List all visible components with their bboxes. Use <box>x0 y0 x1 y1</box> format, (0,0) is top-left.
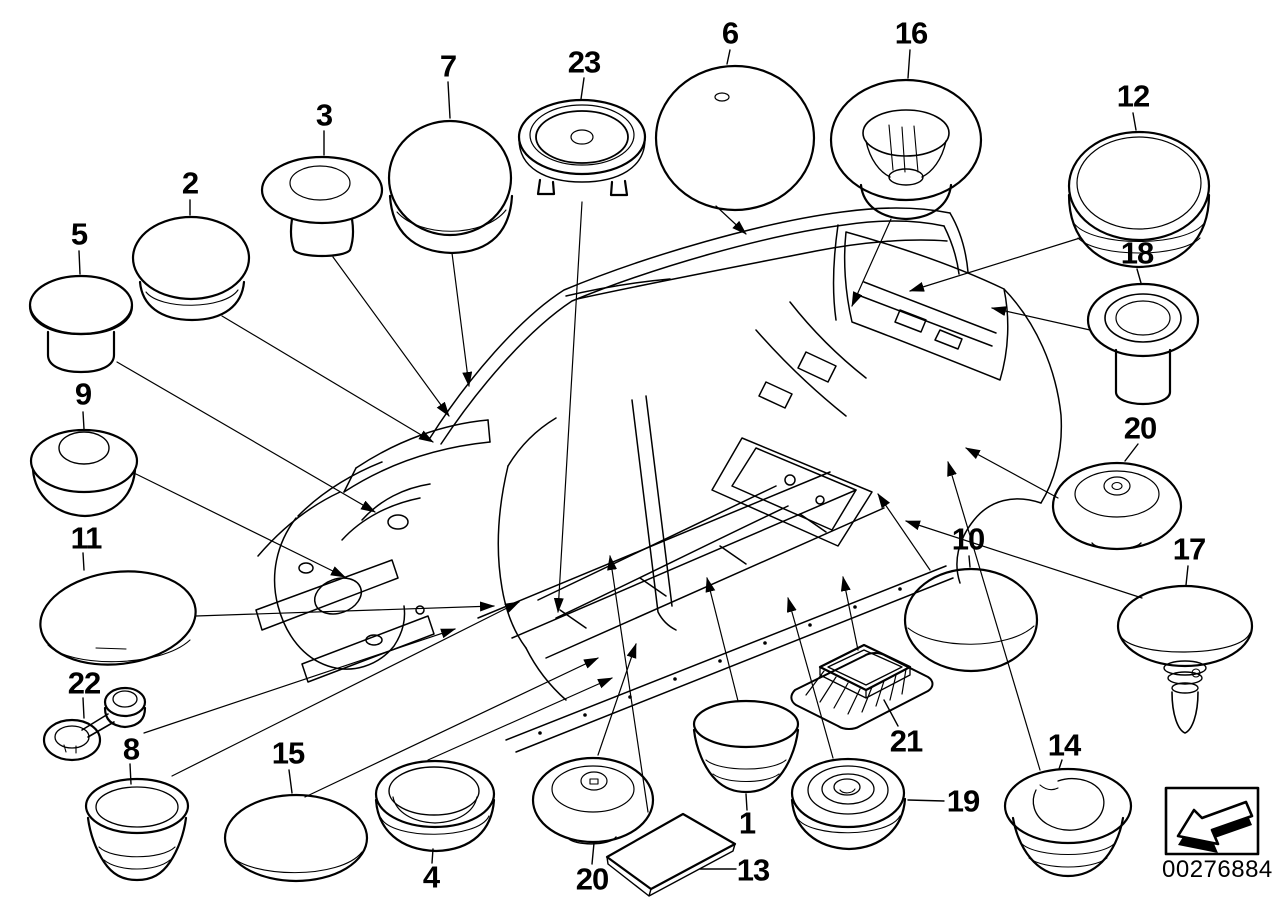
callout-16: 16 <box>894 15 928 51</box>
callout-12: 12 <box>1116 78 1150 114</box>
part-1-illustration <box>692 699 800 794</box>
callout-8: 8 <box>122 731 140 767</box>
part-7-illustration <box>387 119 514 255</box>
callout-ticks <box>78 49 1189 870</box>
callout-17: 17 <box>1172 531 1206 567</box>
image-number: 00276884 <box>1162 856 1273 883</box>
part-11-illustration <box>39 570 197 666</box>
callout-3: 3 <box>315 97 333 133</box>
part-6-illustration <box>654 64 816 212</box>
callout-23: 23 <box>567 44 601 80</box>
callout-19: 19 <box>946 783 980 819</box>
part-9-illustration <box>29 428 139 518</box>
part-10-illustration <box>903 567 1039 673</box>
part-15-illustration <box>223 793 369 883</box>
part-2-illustration <box>131 215 251 322</box>
callout-21: 21 <box>889 723 923 759</box>
callout-13: 13 <box>736 852 770 888</box>
corner-arrow-down-left-icon <box>1176 800 1254 853</box>
callout-10: 10 <box>951 521 985 557</box>
leader-lines <box>116 201 1143 813</box>
car-body-illustration <box>255 207 1063 753</box>
part-23-illustration <box>517 98 647 197</box>
part-5-illustration <box>28 274 134 374</box>
callout-5: 5 <box>70 216 88 252</box>
part-8-illustration <box>84 777 190 882</box>
callout-22: 22 <box>67 665 101 701</box>
part-16-illustration <box>829 78 983 221</box>
part-22-illustration <box>42 686 147 762</box>
part-18-illustration <box>1086 282 1200 406</box>
part-21-illustration <box>790 643 934 730</box>
callout-7: 7 <box>439 48 457 84</box>
callout-14: 14 <box>1047 727 1081 763</box>
part-19-illustration <box>790 757 907 851</box>
callout-2: 2 <box>181 165 199 201</box>
callout-18: 18 <box>1120 235 1154 271</box>
image-stamp-box <box>1164 786 1260 856</box>
sill-hole-marks <box>538 587 902 735</box>
part-20-bottom-illustration <box>531 756 655 845</box>
callout-1: 1 <box>738 805 756 841</box>
callout-4: 4 <box>422 859 440 895</box>
part-14-illustration <box>1003 767 1133 878</box>
part-4-illustration <box>374 759 496 853</box>
part-17-illustration <box>1116 584 1254 734</box>
callout-15: 15 <box>271 735 305 771</box>
callout-20-right: 20 <box>1123 410 1157 446</box>
part-20-right-illustration <box>1051 461 1183 551</box>
callout-6: 6 <box>721 15 739 51</box>
callout-20-bottom: 20 <box>575 861 609 897</box>
callout-9: 9 <box>74 376 92 412</box>
part-13-illustration <box>605 812 737 897</box>
part-3-illustration <box>260 155 384 258</box>
part-12-illustration <box>1067 130 1211 269</box>
callout-11: 11 <box>70 520 103 556</box>
